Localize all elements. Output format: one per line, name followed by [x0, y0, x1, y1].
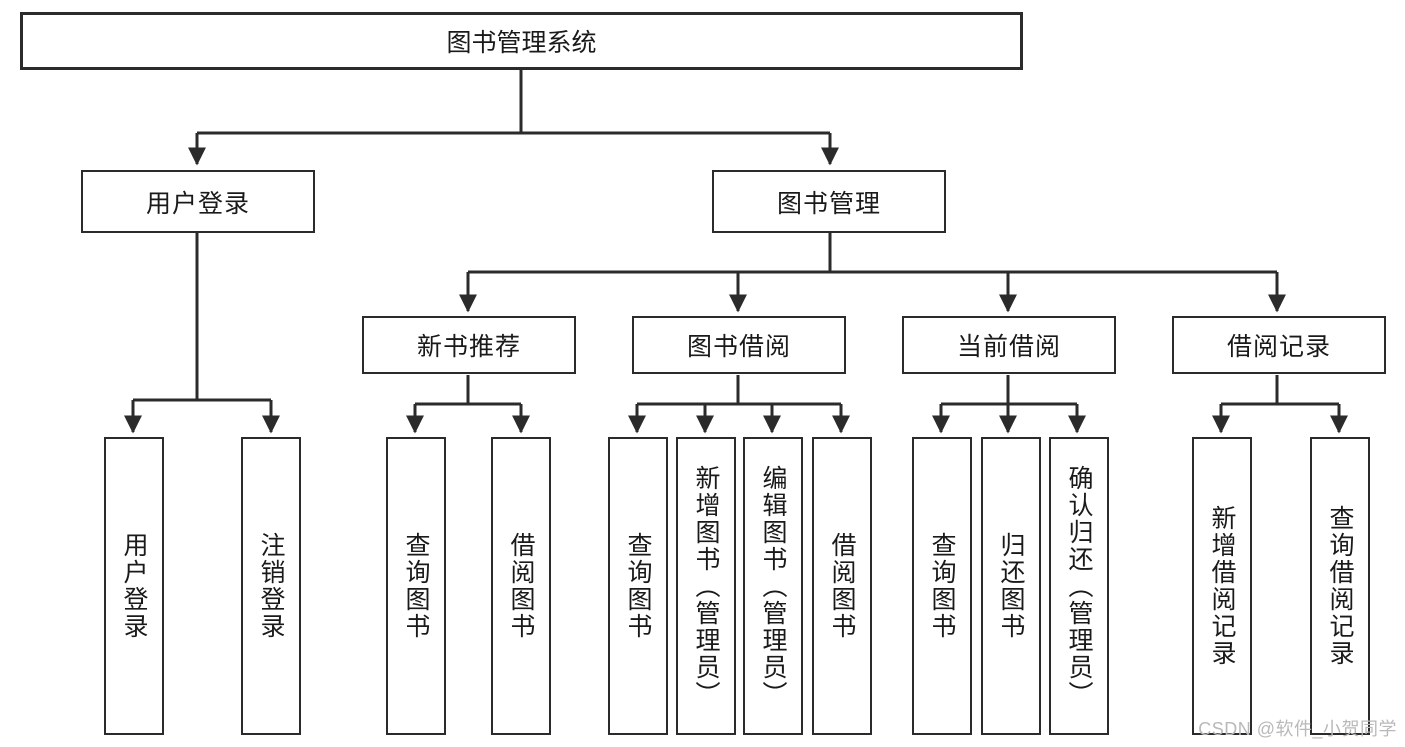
node-user-login[interactable]: 用户登录 — [81, 170, 315, 233]
node-label: 新增借阅记录 — [1208, 505, 1236, 667]
node-label: 借阅图书 — [507, 532, 535, 640]
node-label: 图书管理 — [776, 189, 881, 218]
node-label: 新书推荐 — [416, 333, 521, 361]
leaf-user-login[interactable]: 用户登录 — [104, 437, 164, 735]
node-label: 借阅图书 — [828, 532, 856, 640]
node-label: 注销登录 — [257, 532, 285, 640]
node-root-system[interactable]: 图书管理系统 — [20, 12, 1023, 70]
leaf-borrow-query-book[interactable]: 查询图书 — [608, 437, 668, 735]
leaf-current-return-book[interactable]: 归还图书 — [981, 437, 1041, 735]
node-label: 新增图书（管理员） — [692, 464, 720, 708]
leaf-recommend-query-book[interactable]: 查询图书 — [386, 437, 446, 735]
node-label: 用户登录 — [145, 189, 250, 218]
node-label: 图书借阅 — [686, 333, 791, 361]
leaf-recommend-borrow-book[interactable]: 借阅图书 — [491, 437, 551, 735]
node-label: 编辑图书（管理员） — [759, 464, 787, 708]
node-book-management[interactable]: 图书管理 — [712, 170, 946, 233]
node-label: 图书管理系统 — [446, 29, 597, 57]
leaf-borrow-add-book-admin[interactable]: 新增图书（管理员） — [676, 437, 736, 735]
leaf-current-confirm-return-admin[interactable]: 确认归还（管理员） — [1049, 437, 1109, 735]
leaf-current-query-book[interactable]: 查询图书 — [912, 437, 972, 735]
leaf-borrow-edit-book-admin[interactable]: 编辑图书（管理员） — [743, 437, 803, 735]
node-label: 用户登录 — [120, 532, 148, 640]
node-label: 查询图书 — [624, 532, 652, 640]
leaf-borrow-borrow-book[interactable]: 借阅图书 — [812, 437, 872, 735]
node-label: 查询图书 — [402, 532, 430, 640]
leaf-record-add-borrow-record[interactable]: 新增借阅记录 — [1192, 437, 1252, 735]
node-book-borrow[interactable]: 图书借阅 — [632, 316, 846, 374]
node-label: 查询图书 — [928, 532, 956, 640]
node-label: 借阅记录 — [1226, 333, 1331, 361]
node-label: 确认归还（管理员） — [1065, 464, 1093, 708]
node-label: 查询借阅记录 — [1326, 505, 1354, 667]
csdn-watermark: CSDN @软件_小贺同学 — [1198, 719, 1397, 739]
node-current-borrow[interactable]: 当前借阅 — [902, 316, 1116, 374]
node-new-book-recommend[interactable]: 新书推荐 — [362, 316, 576, 374]
node-borrow-record[interactable]: 借阅记录 — [1172, 316, 1386, 374]
node-label: 当前借阅 — [956, 333, 1061, 361]
node-label: 归还图书 — [997, 532, 1025, 640]
leaf-user-logout[interactable]: 注销登录 — [241, 437, 301, 735]
leaf-record-query-borrow-record[interactable]: 查询借阅记录 — [1310, 437, 1370, 735]
